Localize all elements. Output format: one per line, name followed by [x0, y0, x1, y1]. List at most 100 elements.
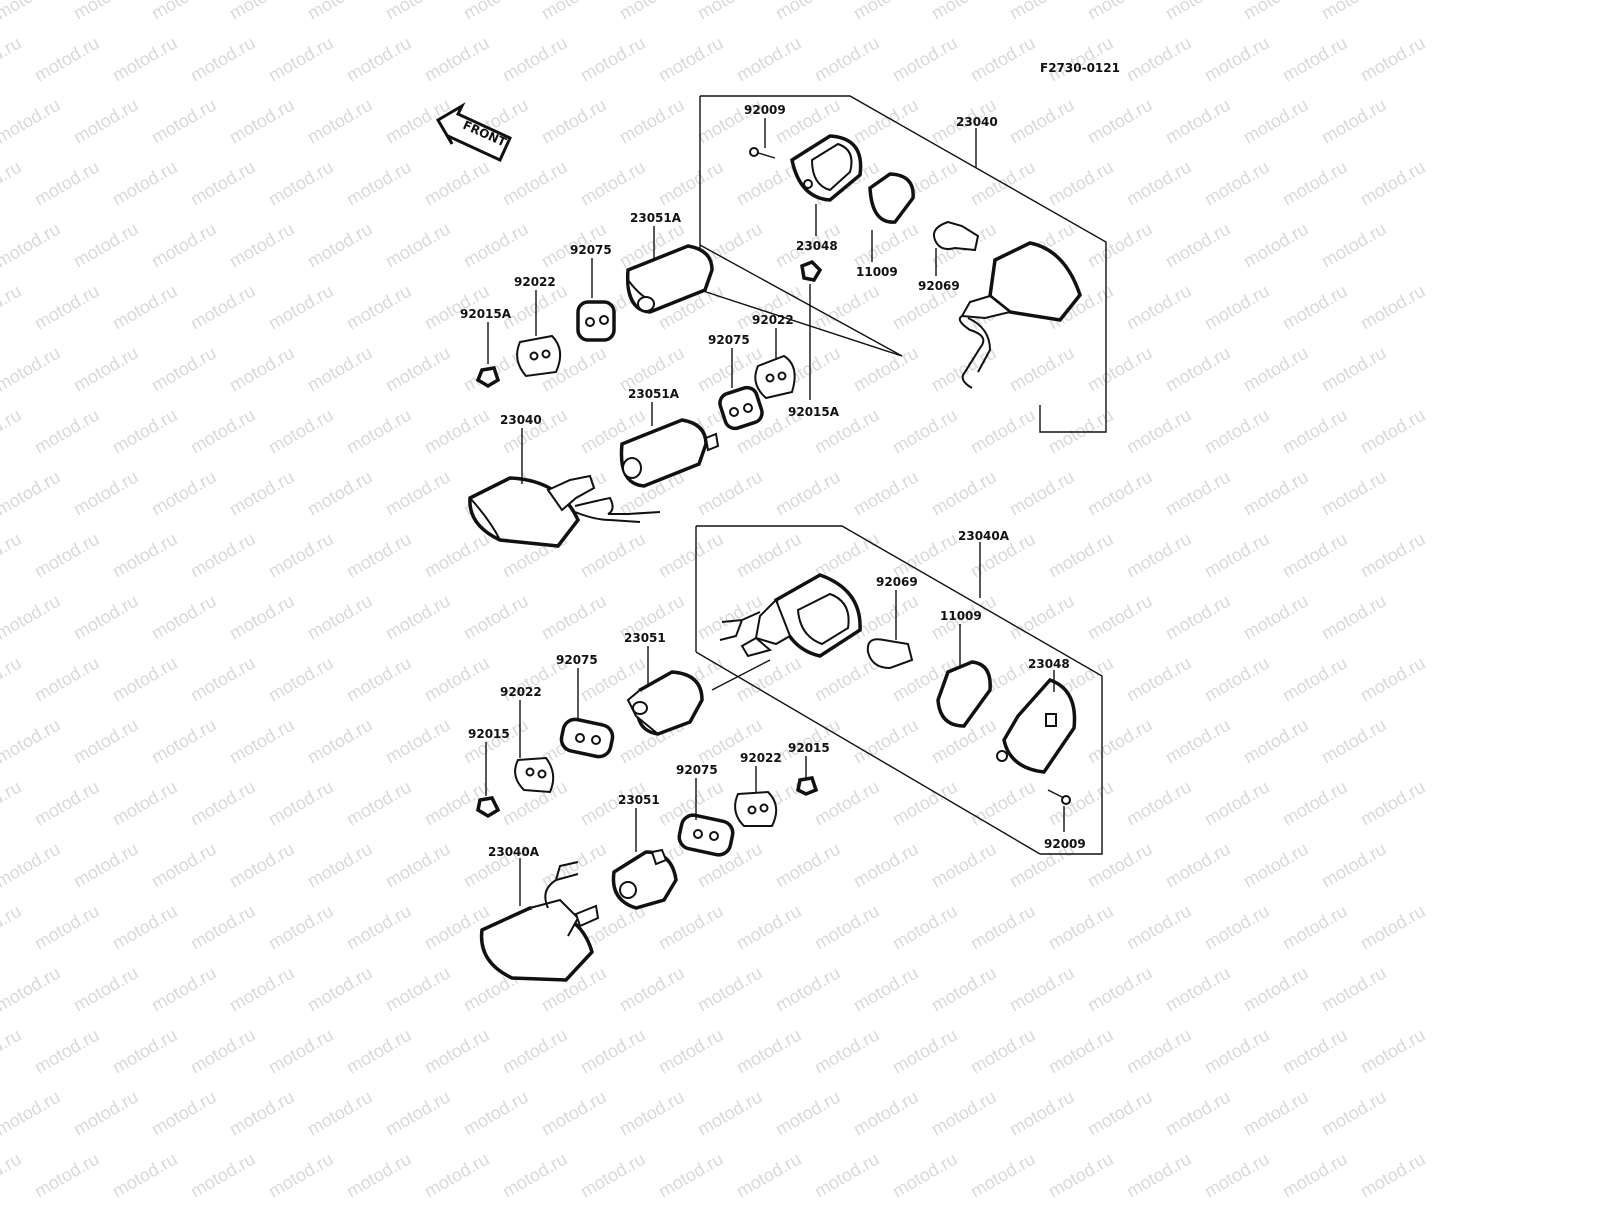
- watermark-text: motod.ru: [928, 963, 1000, 1016]
- socket-23051A-mid: [619, 418, 720, 488]
- watermark-text: motod.ru: [1318, 591, 1390, 644]
- watermark-text: motod.ru: [1318, 219, 1390, 272]
- watermark-text: motod.ru: [577, 33, 649, 86]
- watermark-text: motod.ru: [577, 157, 649, 210]
- watermark-text: motod.ru: [928, 839, 1000, 892]
- label-23040A-left: 23040A: [488, 845, 540, 859]
- watermark-text: motod.ru: [1084, 467, 1156, 520]
- watermark-text: motod.ru: [0, 653, 25, 706]
- watermark-text: motod.ru: [343, 1149, 415, 1200]
- watermark-text: motod.ru: [265, 653, 337, 706]
- watermark-text: motod.ru: [694, 591, 766, 644]
- watermark-text: motod.ru: [109, 901, 181, 954]
- watermark-text: motod.ru: [1006, 0, 1078, 23]
- watermark-text: motod.ru: [1123, 1149, 1195, 1200]
- grommet-92075-lower-right: [677, 813, 735, 857]
- watermark-text: motod.ru: [460, 219, 532, 272]
- watermark-text: motod.ru: [577, 529, 649, 582]
- bottom-assembly-frame: [695, 525, 1103, 855]
- watermark-text: motod.ru: [967, 405, 1039, 458]
- watermark-text: motod.ru: [70, 963, 142, 1016]
- watermark-text: motod.ru: [811, 529, 883, 582]
- screw-92009-top: [749, 147, 776, 159]
- watermark-text: motod.ru: [1240, 839, 1312, 892]
- bulb-92069-bottom: [866, 638, 914, 670]
- watermark-text: motod.ru: [1201, 281, 1273, 334]
- watermark-text: motod.ru: [31, 1149, 103, 1200]
- watermark-text: motod.ru: [1201, 157, 1273, 210]
- watermark-text: motod.ru: [577, 1149, 649, 1200]
- watermark-text: motod.ru: [31, 777, 103, 830]
- watermark-text: motod.ru: [1279, 157, 1351, 210]
- socket-23051-upper: [626, 670, 704, 736]
- watermark-text: motod.ru: [109, 653, 181, 706]
- watermark-text: motod.ru: [1201, 33, 1273, 86]
- watermark-text: motod.ru: [109, 281, 181, 334]
- watermark-text: motod.ru: [109, 1149, 181, 1200]
- watermark-text: motod.ru: [148, 0, 220, 23]
- watermark-text: motod.ru: [1240, 0, 1312, 23]
- watermark-text: motod.ru: [0, 467, 64, 520]
- watermark-text: motod.ru: [265, 777, 337, 830]
- watermark-text: motod.ru: [850, 0, 922, 23]
- watermark-text: motod.ru: [304, 219, 376, 272]
- label-92075-lower-left: 92075: [556, 653, 598, 667]
- watermark-text: motod.ru: [1006, 95, 1078, 148]
- watermark-text: motod.ru: [382, 219, 454, 272]
- watermark-text: motod.ru: [0, 901, 25, 954]
- watermark-text: motod.ru: [421, 405, 493, 458]
- watermark-text: motod.ru: [733, 1025, 805, 1078]
- watermark-text: motod.ru: [967, 33, 1039, 86]
- watermark-text: motod.ru: [304, 0, 376, 23]
- watermark-text: motod.ru: [1201, 653, 1273, 706]
- watermark-text: motod.ru: [421, 1149, 493, 1200]
- label-92075-mid: 92075: [708, 333, 750, 347]
- watermark-text: motod.ru: [1123, 901, 1195, 954]
- watermark-text: motod.ru: [1162, 1087, 1234, 1140]
- watermark-text: motod.ru: [1318, 343, 1390, 396]
- watermark-text: motod.ru: [811, 1149, 883, 1200]
- watermark-text: motod.ru: [928, 467, 1000, 520]
- watermark-text: motod.ru: [1357, 529, 1429, 582]
- watermark-text: motod.ru: [265, 281, 337, 334]
- bulb-92069-top: [932, 220, 980, 252]
- watermark-text: motod.ru: [1162, 715, 1234, 768]
- watermark-text: motod.ru: [0, 33, 25, 86]
- watermark-text: motod.ru: [0, 777, 25, 830]
- watermark-text: motod.ru: [265, 901, 337, 954]
- watermark-text: motod.ru: [1357, 901, 1429, 954]
- watermark-text: motod.ru: [1162, 591, 1234, 644]
- watermark-text: motod.ru: [1084, 343, 1156, 396]
- watermark-text: motod.ru: [1084, 963, 1156, 1016]
- watermark-text: motod.ru: [148, 219, 220, 272]
- watermark-text: motod.ru: [1357, 777, 1429, 830]
- watermark-text: motod.ru: [538, 0, 610, 23]
- watermark-text: motod.ru: [694, 963, 766, 1016]
- watermark-text: motod.ru: [772, 839, 844, 892]
- watermark-text: motod.ru: [0, 157, 25, 210]
- watermark-text: motod.ru: [616, 0, 688, 23]
- watermark-text: motod.ru: [1279, 1149, 1351, 1200]
- label-23048-bottom: 23048: [1028, 657, 1070, 671]
- watermark-text: motod.ru: [0, 1149, 25, 1200]
- watermark-text: motod.ru: [967, 1149, 1039, 1200]
- watermark-text: motod.ru: [1357, 653, 1429, 706]
- watermark-text: motod.ru: [655, 1149, 727, 1200]
- watermark-text: motod.ru: [382, 1087, 454, 1140]
- watermark-text: motod.ru: [850, 219, 922, 272]
- watermark-text: motod.ru: [889, 33, 961, 86]
- watermark-text: motod.ru: [694, 1087, 766, 1140]
- watermark-text: motod.ru: [1123, 281, 1195, 334]
- watermark-text: motod.ru: [265, 529, 337, 582]
- watermark-text: motod.ru: [0, 343, 64, 396]
- watermark-text: motod.ru: [1006, 1087, 1078, 1140]
- watermark-text: motod.ru: [148, 963, 220, 1016]
- label-23040-left: 23040: [500, 413, 542, 427]
- watermark-text: motod.ru: [0, 95, 64, 148]
- label-23051A-mid: 23051A: [628, 387, 680, 401]
- watermark-text: motod.ru: [109, 405, 181, 458]
- watermark-text: motod.ru: [889, 901, 961, 954]
- watermark-text: motod.ru: [1162, 0, 1234, 23]
- watermark-text: motod.ru: [733, 529, 805, 582]
- watermark-text: motod.ru: [0, 0, 64, 23]
